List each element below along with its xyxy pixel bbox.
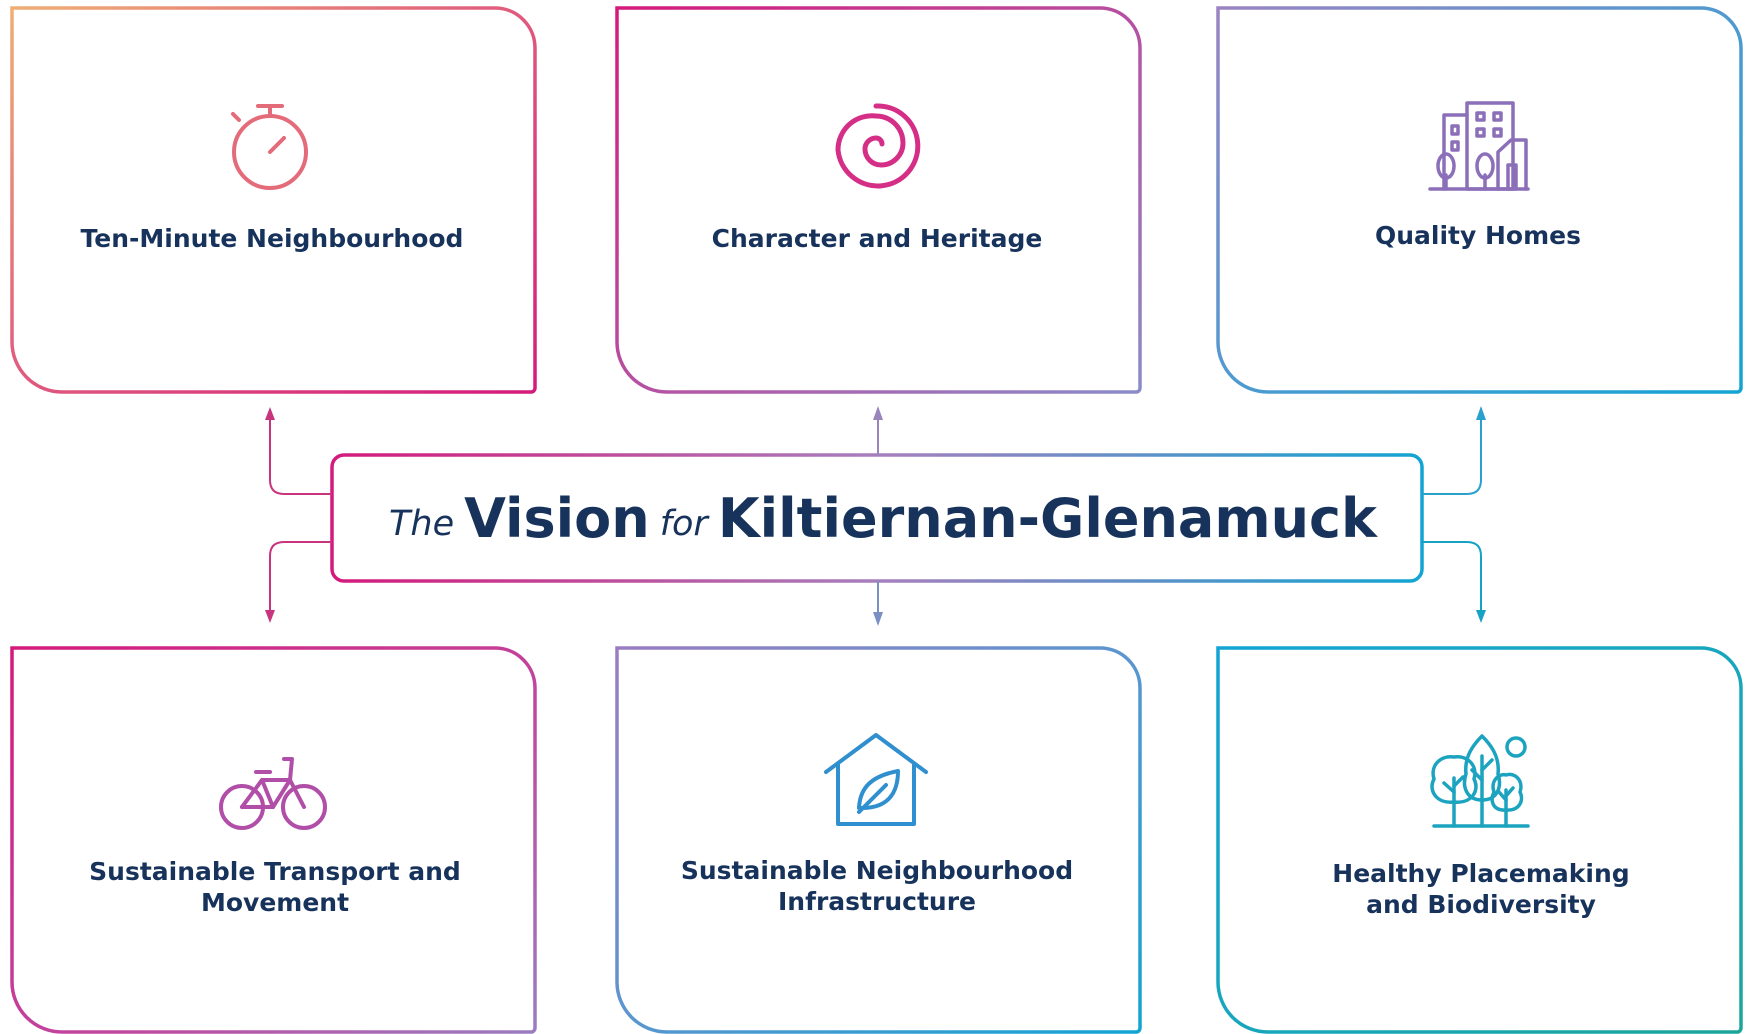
connector-top-left [269,418,332,495]
title-for: for [659,504,708,544]
title-vision: Vision [464,486,650,550]
center-title: The Vision for Kiltiernan-Glenamuck [333,455,1423,581]
pillar-box-sustainable-transport [10,646,537,1034]
pillar-label-sustainable-transport: Sustainable Transport and Movement [89,857,461,917]
arrowhead-up-middle [873,406,883,420]
buildings-icon [1428,101,1530,191]
title-the: The [389,504,455,544]
pillar-label-character-and-heritage: Character and Heritage [711,224,1043,253]
trees-icon [1430,734,1530,828]
pillar-box-sustainable-infrastructure [615,646,1142,1034]
connector-bottom-right [1422,541,1482,612]
connector-top-right [1422,418,1482,495]
bicycle-icon [219,757,327,830]
pillar-box-ten-minute-neighbourhood [10,6,537,394]
arrowhead-down-left [265,610,275,623]
arrowhead-down-right [1476,610,1486,623]
connector-bottom-left [269,541,332,612]
arrowhead-up-left [265,407,275,420]
pillar-label-ten-minute-neighbourhood: Ten-Minute Neighbourhood [80,224,464,253]
pillar-box-character-and-heritage [615,6,1142,394]
stopwatch-icon [231,104,308,190]
title-place-name: Kiltiernan-Glenamuck [717,486,1377,550]
pillar-label-sustainable-infrastructure: Sustainable Neighbourhood Infrastructure [680,856,1074,916]
pillar-label-quality-homes: Quality Homes [1375,221,1581,250]
eco-house-icon [824,733,928,826]
pillar-box-quality-homes [1216,6,1743,394]
spiral-icon [835,103,921,189]
pillar-label-healthy-placemaking: Healthy Placemaking and Biodiversity [1332,859,1630,919]
arrowhead-down-middle [873,612,883,626]
arrowhead-up-right [1476,406,1486,420]
pillar-box-healthy-placemaking [1216,646,1743,1034]
